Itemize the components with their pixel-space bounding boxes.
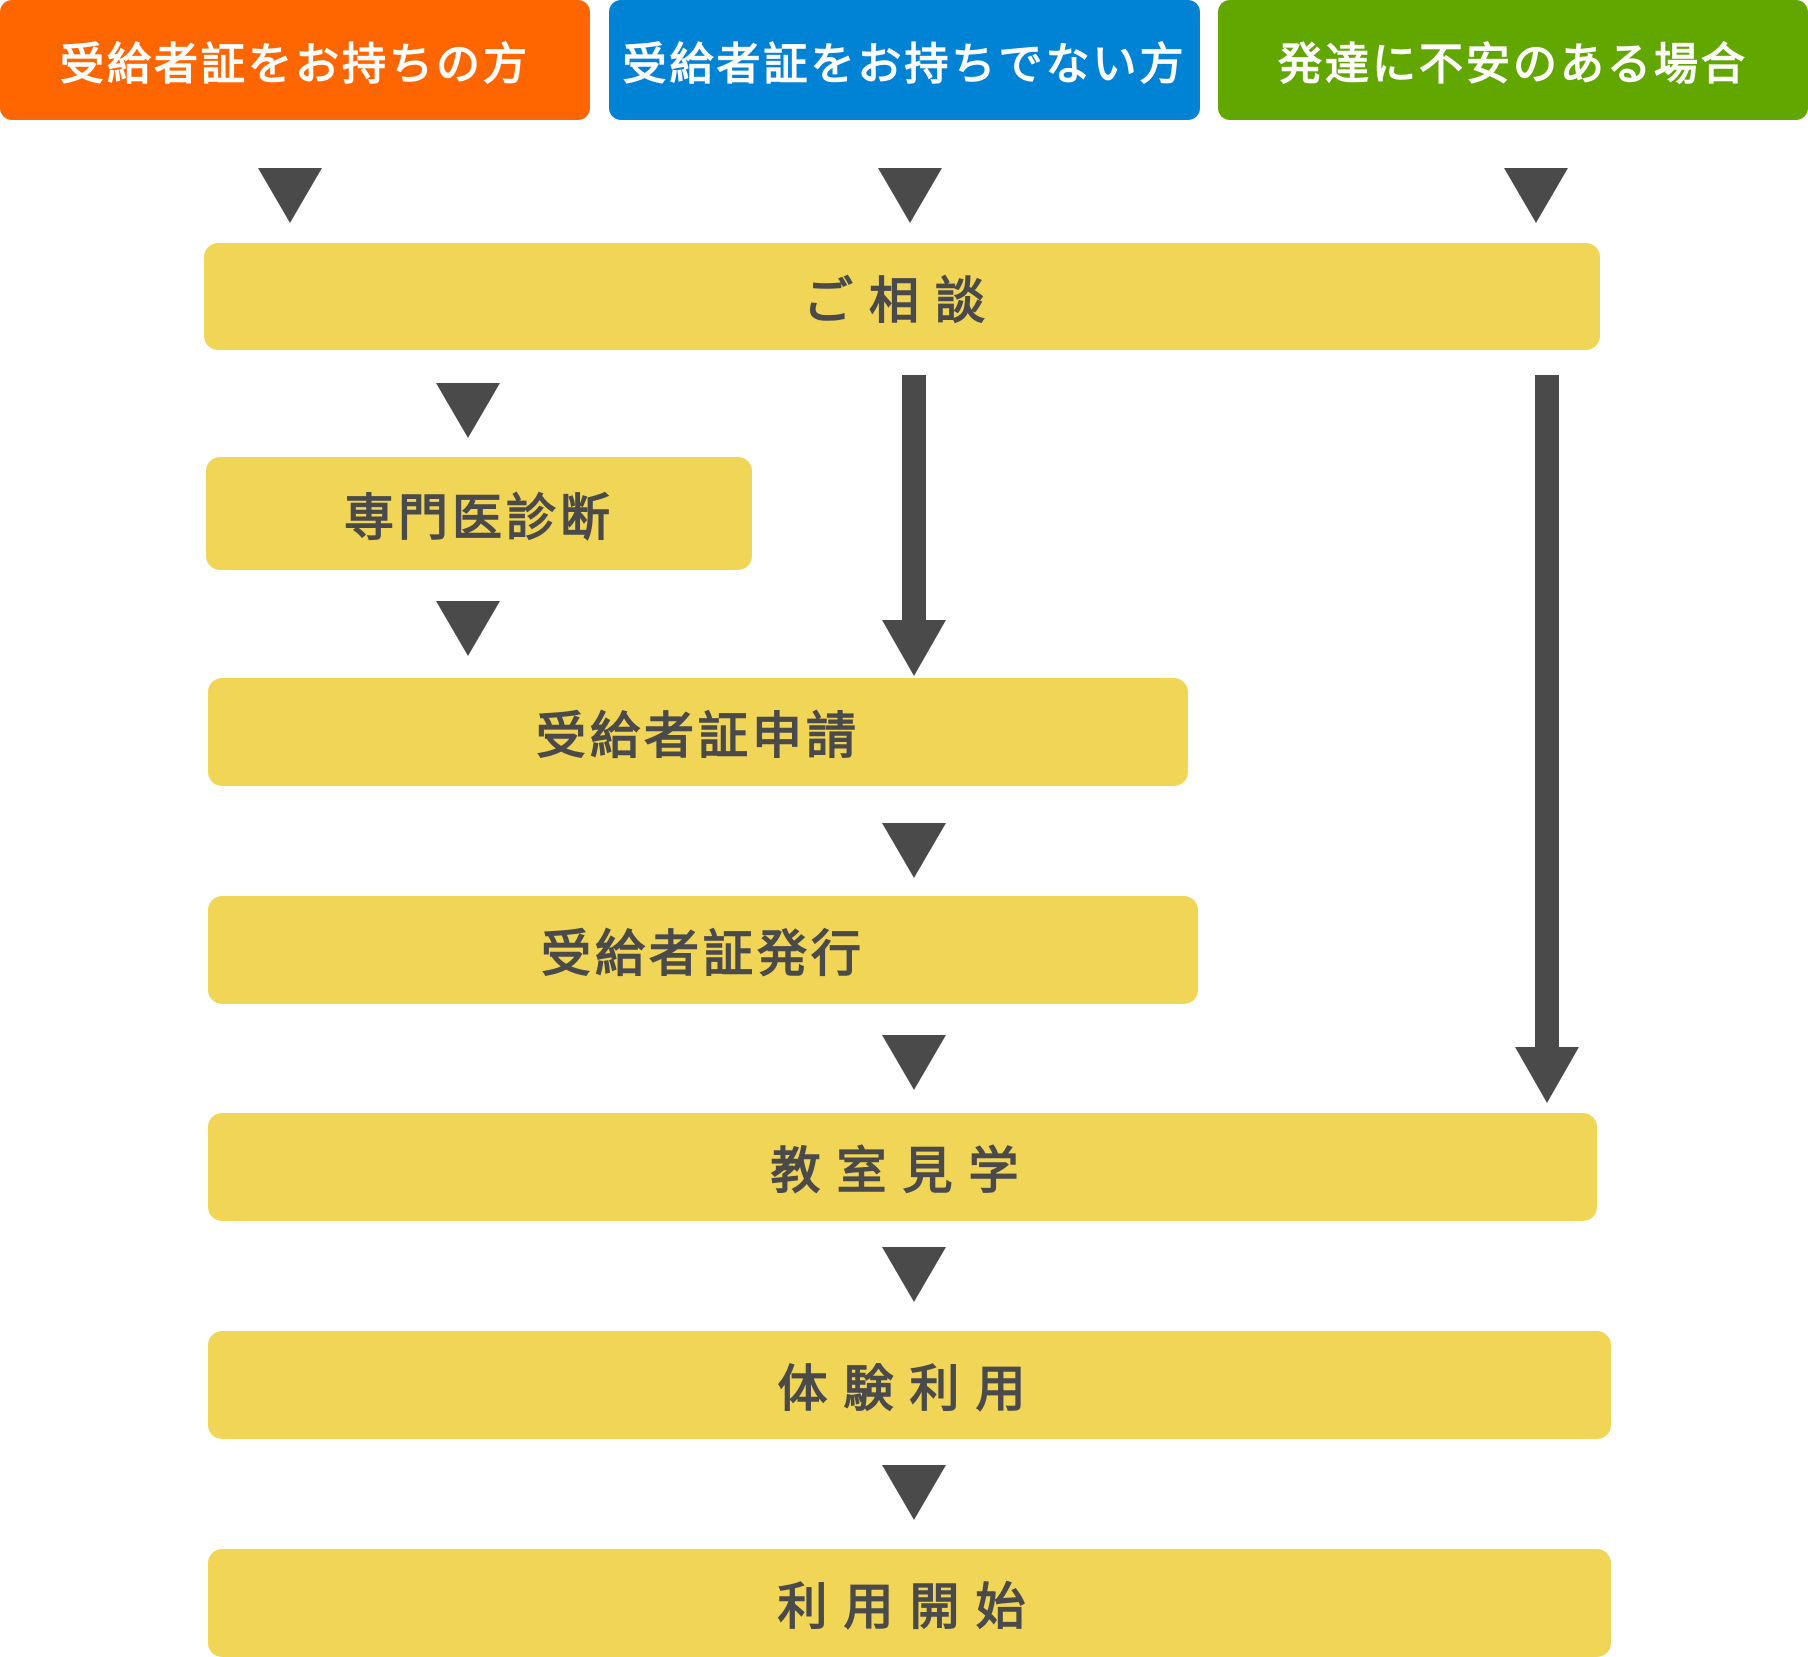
header-developmental-concern: 発達に不安のある場合 <box>1218 0 1808 120</box>
arrow-down-icon <box>1504 168 1568 223</box>
arrow-down-icon <box>436 601 500 656</box>
arrow-shaft <box>902 375 926 623</box>
step-certificate-application-label: 受給者証申請 <box>536 707 860 765</box>
step-certificate-application: 受給者証申請 <box>208 678 1188 786</box>
step-consultation: ご相談 <box>204 243 1600 350</box>
arrow-down-icon <box>882 1465 946 1520</box>
step-consultation-label: ご相談 <box>803 271 1001 330</box>
arrow-down-icon <box>882 1035 946 1090</box>
step-classroom-visit: 教室見学 <box>208 1113 1597 1221</box>
step-classroom-visit-label: 教室見学 <box>770 1142 1035 1200</box>
arrow-shaft <box>1535 375 1559 1050</box>
step-certificate-issuance: 受給者証発行 <box>208 896 1198 1004</box>
arrow-down-icon <box>258 168 322 223</box>
step-trial-use-label: 体験利用 <box>777 1360 1042 1418</box>
step-specialist-diagnosis-label: 専門医診断 <box>344 488 614 547</box>
arrow-down-icon <box>882 1247 946 1302</box>
arrow-down-icon <box>882 823 946 878</box>
header-with-certificate: 受給者証をお持ちの方 <box>0 0 590 120</box>
step-certificate-issuance-label: 受給者証発行 <box>541 925 865 983</box>
header-developmental-concern-label: 発達に不安のある場合 <box>1278 39 1748 90</box>
header-with-certificate-label: 受給者証をお持ちの方 <box>60 39 530 90</box>
arrow-down-icon <box>1515 1047 1579 1103</box>
step-start-use-label: 利用開始 <box>777 1578 1042 1636</box>
arrow-down-icon <box>882 620 946 676</box>
step-trial-use: 体験利用 <box>208 1331 1611 1439</box>
step-specialist-diagnosis: 専門医診断 <box>206 457 752 570</box>
header-without-certificate: 受給者証をお持ちでない方 <box>609 0 1200 120</box>
arrow-down-icon <box>436 383 500 438</box>
arrow-down-icon <box>878 168 942 223</box>
step-start-use: 利用開始 <box>208 1549 1611 1657</box>
header-without-certificate-label: 受給者証をお持ちでない方 <box>622 39 1187 90</box>
